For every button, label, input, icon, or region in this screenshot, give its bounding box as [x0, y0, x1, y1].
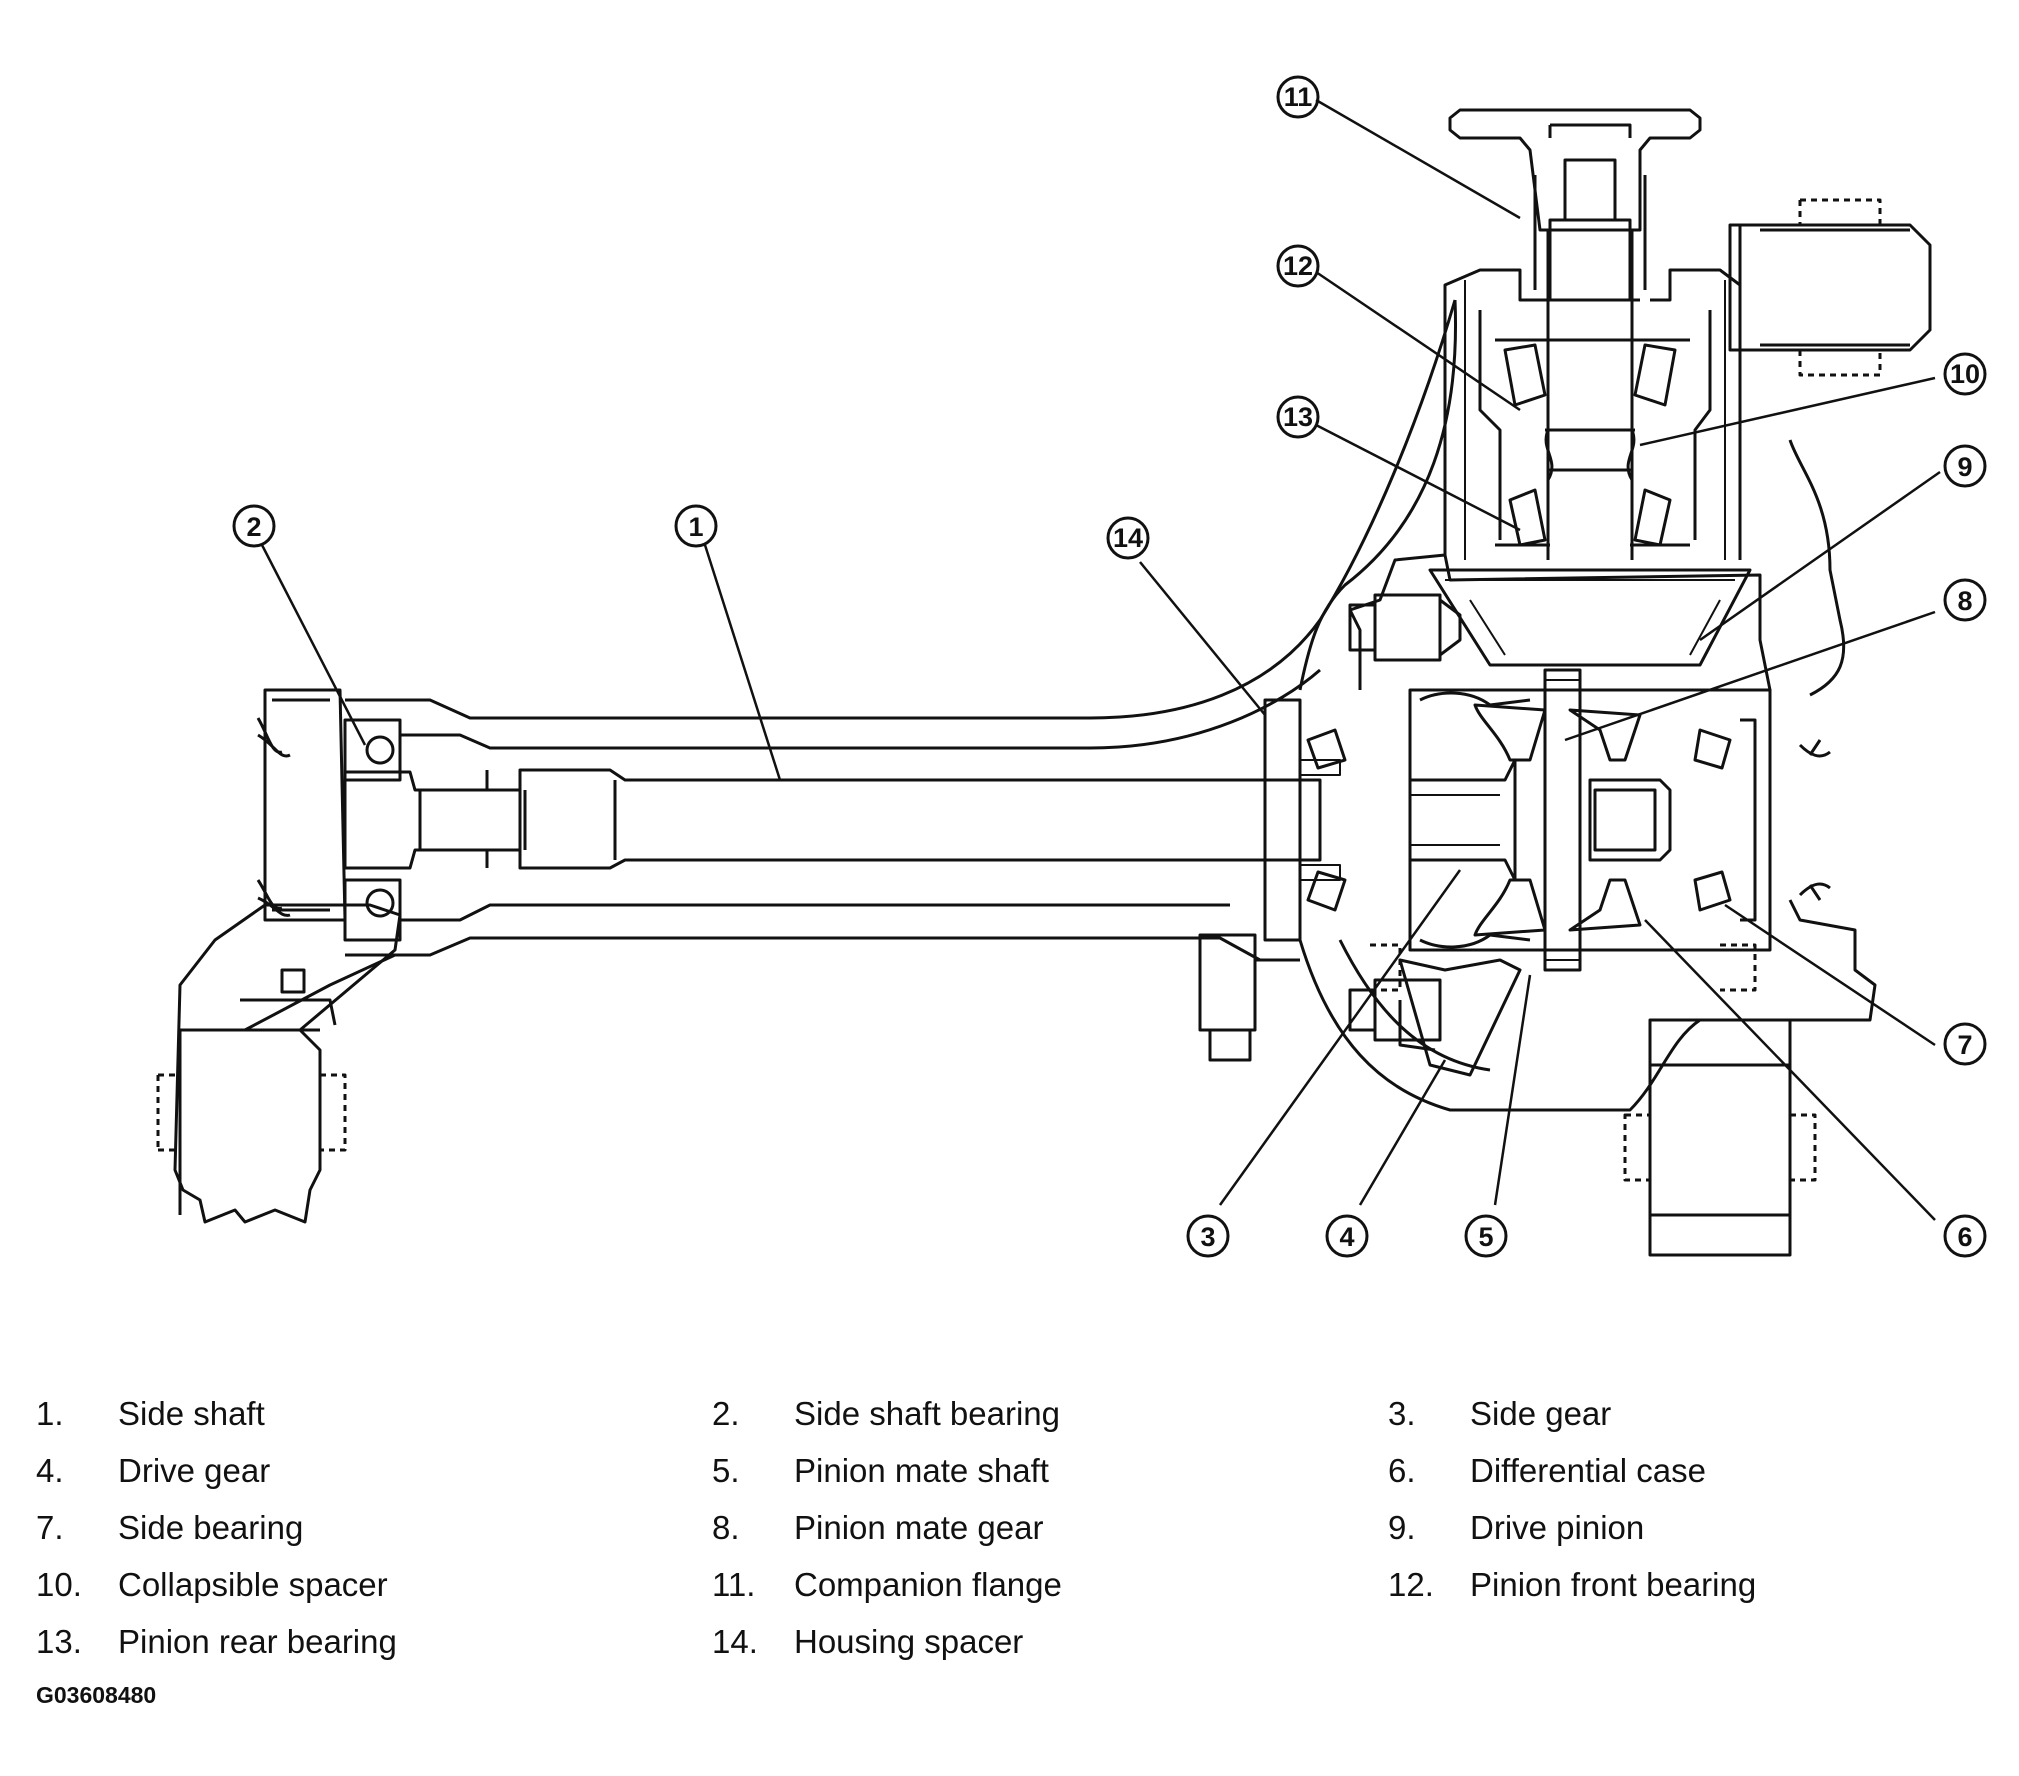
- legend-number: 9.: [1388, 1509, 1416, 1546]
- svg-text:1: 1: [688, 512, 703, 542]
- svg-text:5: 5: [1478, 1222, 1493, 1252]
- legend-number: 8.: [712, 1509, 740, 1546]
- pinion-shaft: [1540, 228, 1640, 560]
- svg-text:7: 7: [1957, 1030, 1972, 1060]
- axle-housing-tube: [345, 299, 1457, 962]
- legend-number: 12.: [1388, 1566, 1434, 1603]
- svg-text:8: 8: [1957, 586, 1972, 616]
- pinion-mate-gears: [1473, 703, 1642, 937]
- svg-text:10: 10: [1950, 359, 1980, 389]
- differential-carrier: [1198, 439, 1877, 1112]
- legend-number: 6.: [1388, 1452, 1416, 1489]
- legend-number: 3.: [1388, 1395, 1416, 1432]
- collapsible-spacer: [1544, 429, 1636, 481]
- legend-label: Drive pinion: [1470, 1509, 1645, 1546]
- legend-number: 11.: [712, 1566, 756, 1603]
- legend-number: 10.: [36, 1566, 82, 1603]
- legend-number: 5.: [712, 1452, 740, 1489]
- legend-label: Side shaft: [118, 1395, 265, 1432]
- legend-label: Pinion front bearing: [1470, 1566, 1757, 1603]
- svg-text:13: 13: [1283, 402, 1313, 432]
- left-mount-bracket: [156, 903, 402, 1224]
- callout-6: 6: [1943, 1214, 1987, 1258]
- svg-text:3: 3: [1200, 1222, 1215, 1252]
- callout-4: 4: [1325, 1214, 1369, 1258]
- legend-label: Side shaft bearing: [794, 1395, 1061, 1432]
- side-bearings: [1306, 718, 1831, 922]
- pinion-housing: [1443, 268, 1742, 560]
- legend-label: Drive gear: [118, 1452, 271, 1489]
- callout-1: 1: [674, 504, 718, 548]
- callout-3: 3: [1186, 1214, 1230, 1258]
- legend-label: Pinion mate shaft: [794, 1452, 1049, 1489]
- svg-text:14: 14: [1113, 523, 1143, 553]
- legend-number: 1.: [36, 1395, 64, 1432]
- side-shaft: [343, 768, 1322, 870]
- companion-flange: [1448, 108, 1702, 302]
- drive-pinion: [1428, 568, 1752, 667]
- callout-8: 8: [1943, 578, 1987, 622]
- differential-cross-section: 1 2 3 4 5 6 7 8: [156, 75, 1987, 1258]
- callout-7: 7: [1943, 1022, 1987, 1066]
- drive-gear: [1348, 593, 1522, 1077]
- ball-bearing-lower: [365, 888, 395, 918]
- legend-number: 14.: [712, 1623, 758, 1660]
- upper-right-mount: [1728, 198, 1932, 377]
- legend-label: Collapsible spacer: [118, 1566, 388, 1603]
- callouts: 1 2 3 4 5 6 7 8: [232, 75, 1987, 1258]
- svg-text:9: 9: [1957, 452, 1972, 482]
- svg-text:11: 11: [1284, 82, 1313, 112]
- legend-label: Pinion mate gear: [794, 1509, 1044, 1546]
- callout-5: 5: [1464, 1214, 1508, 1258]
- callout-12: 12: [1276, 244, 1320, 288]
- legend-label: Housing spacer: [794, 1623, 1024, 1660]
- side-gears: [1408, 758, 1672, 882]
- pinion-front-bearing: [1495, 338, 1690, 407]
- legend-label: Companion flange: [794, 1566, 1062, 1603]
- callout-11: 11: [1276, 75, 1320, 119]
- svg-text:2: 2: [246, 512, 261, 542]
- differential-drawing: 1 2 3 4 5 6 7 8: [156, 75, 1987, 1258]
- ball-bearing-upper: [365, 735, 395, 765]
- left-end-cap: [256, 688, 402, 942]
- legend-number: 7.: [36, 1509, 64, 1546]
- legend-label: Pinion rear bearing: [118, 1623, 397, 1660]
- callout-9: 9: [1943, 444, 1987, 488]
- svg-text:4: 4: [1339, 1222, 1354, 1252]
- callout-2: 2: [232, 504, 276, 548]
- leader-lines: [260, 98, 1941, 1221]
- legend-label: Differential case: [1470, 1452, 1707, 1489]
- lower-right-mount: [1623, 1018, 1817, 1257]
- callout-13: 13: [1276, 395, 1320, 439]
- figure-code: G03608480: [36, 1682, 157, 1708]
- legend-label: Side bearing: [118, 1509, 304, 1546]
- legend-label: Side gear: [1470, 1395, 1612, 1432]
- legend-number: 2.: [712, 1395, 740, 1432]
- callout-10: 10: [1943, 352, 1987, 396]
- pinion-rear-bearing: [1495, 488, 1690, 547]
- svg-text:12: 12: [1283, 251, 1313, 281]
- callout-14: 14: [1106, 516, 1150, 560]
- pinion-mate-shaft: [1543, 668, 1582, 972]
- svg-text:6: 6: [1957, 1222, 1972, 1252]
- legend-number: 4.: [36, 1452, 64, 1489]
- legend-number: 13.: [36, 1623, 82, 1660]
